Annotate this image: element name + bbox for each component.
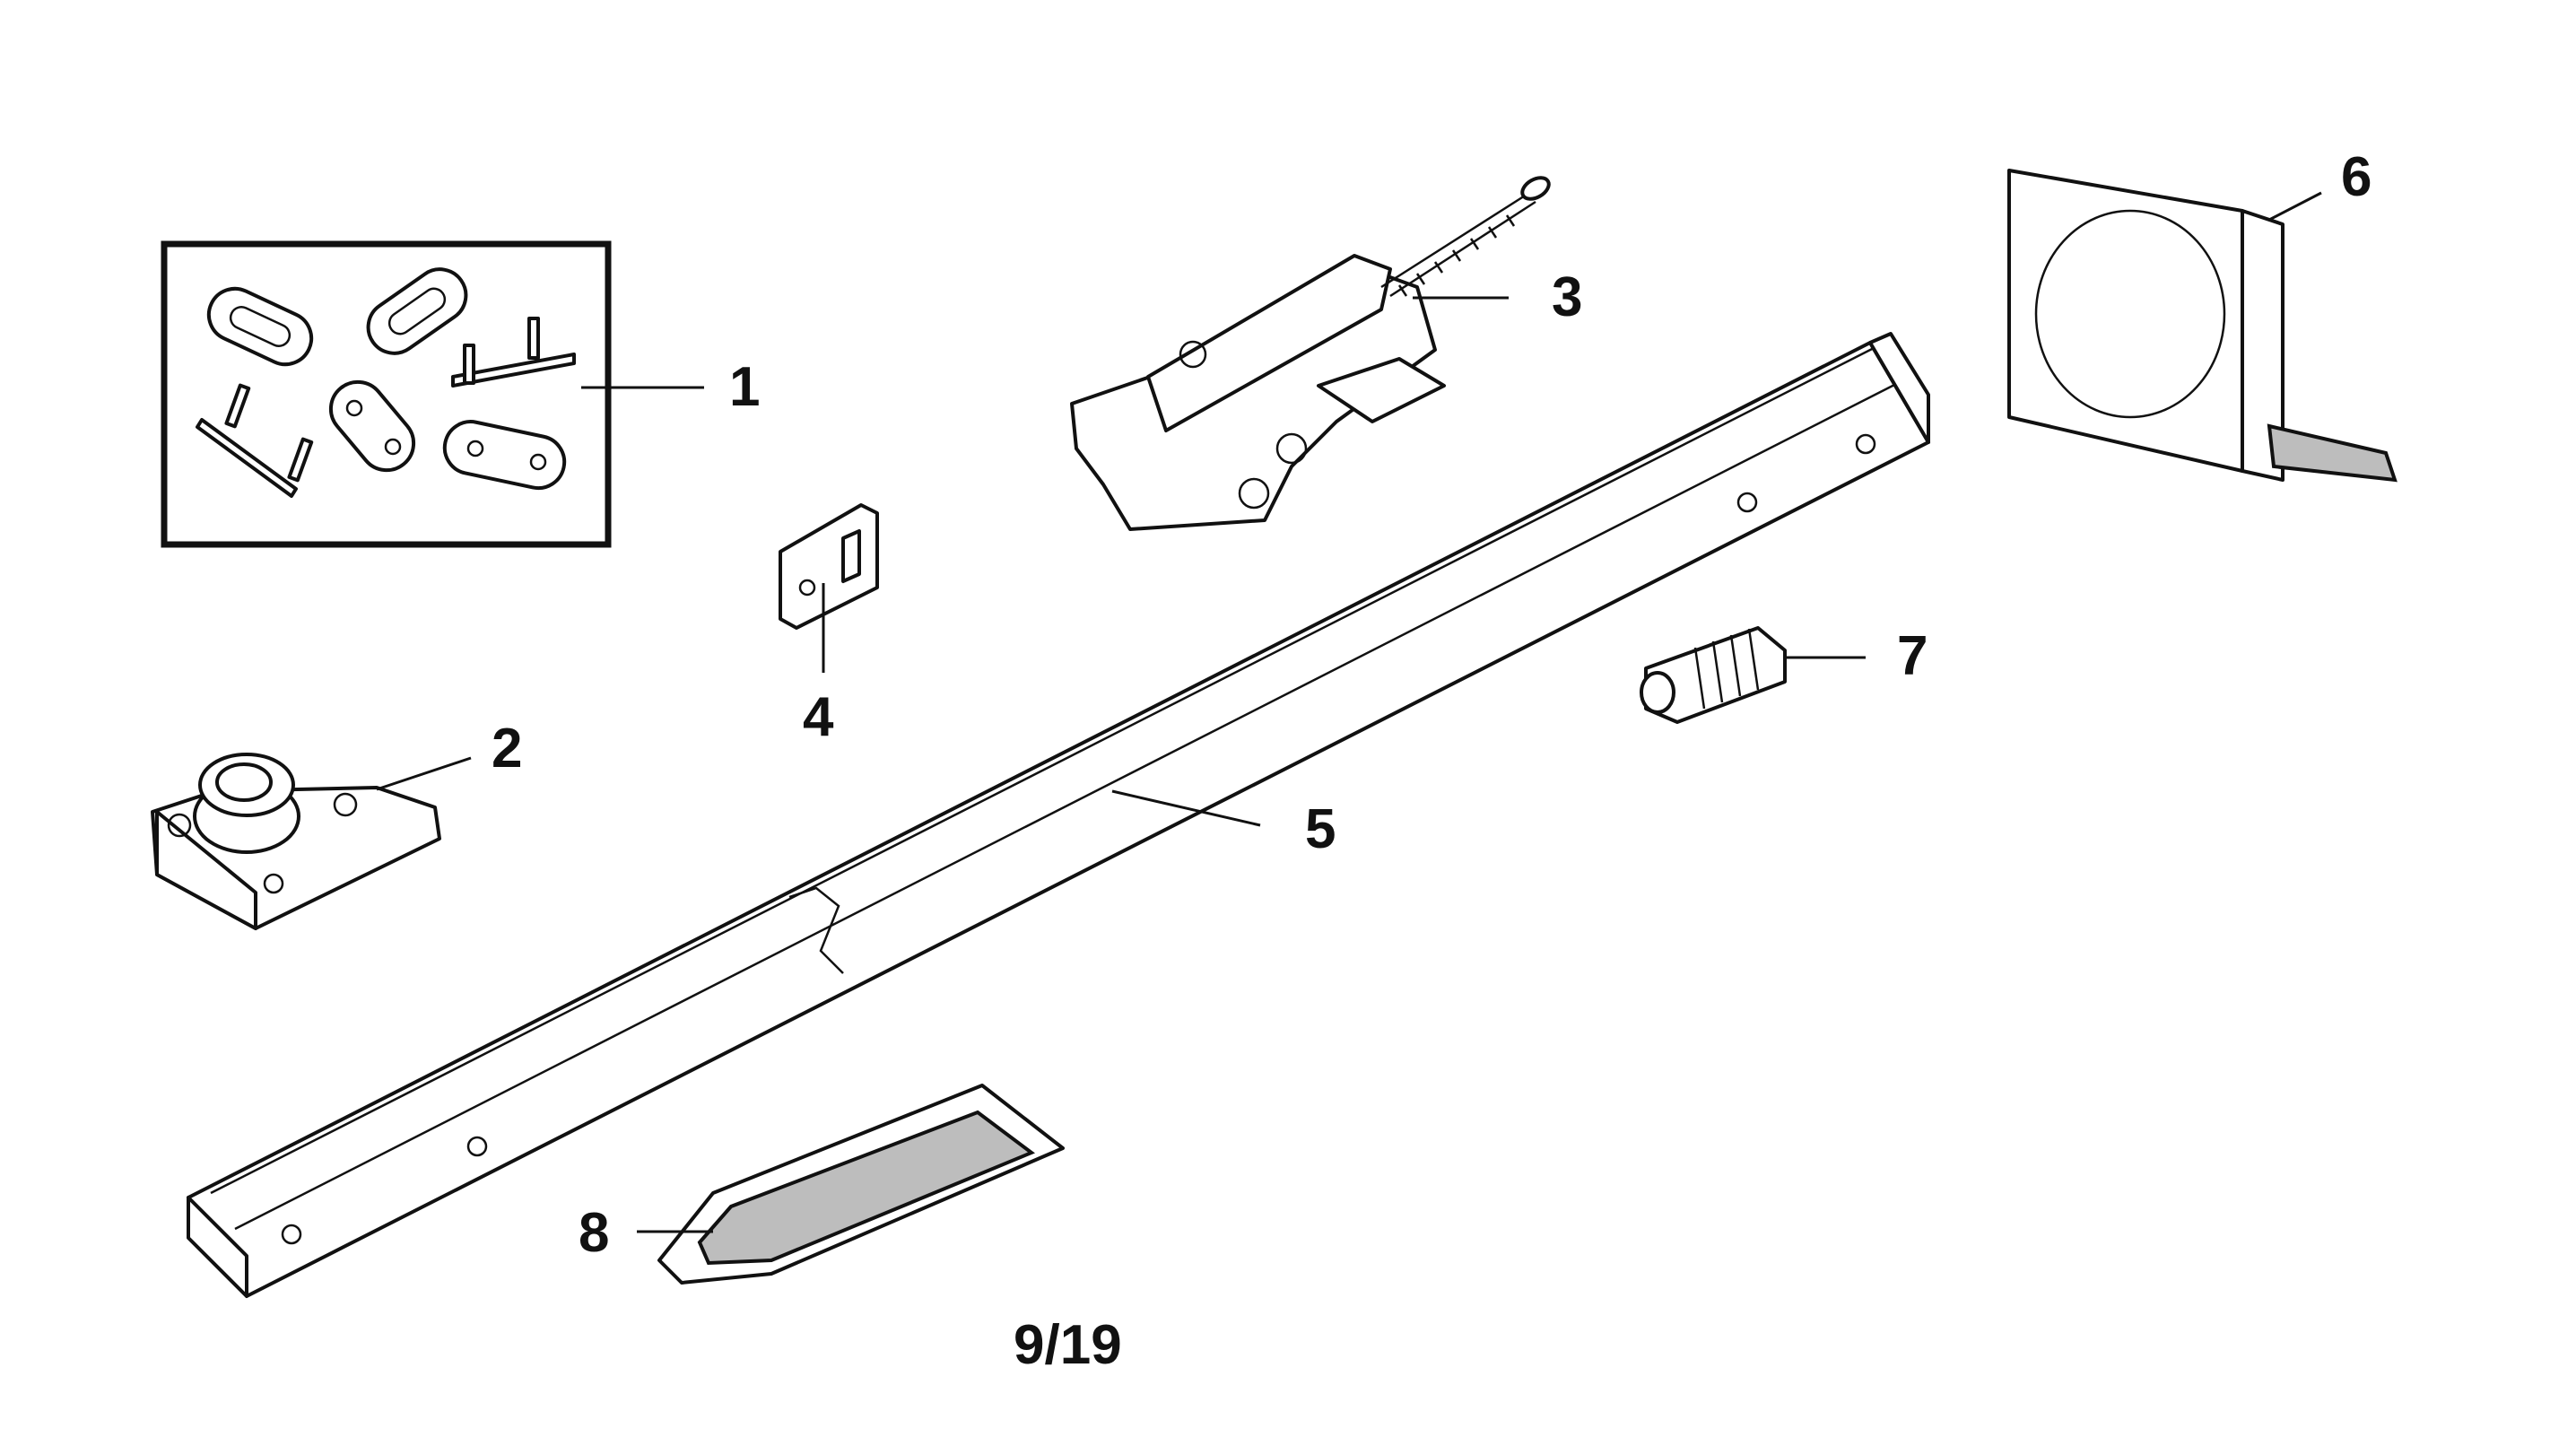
part-7-threaded-shaft [1640,626,1866,724]
part-3-trolley-assembly [1070,176,1551,531]
page-number: 9/19 [1014,1314,1122,1376]
part-8-lubricant-packet [637,1084,1065,1285]
callout-5: 5 [1305,798,1336,860]
part-6-chain-belt-box [2007,169,2398,483]
part-2-idler-pulley-bracket [151,753,472,930]
callout-7: 7 [1897,625,1928,687]
callout-4: 4 [803,686,834,748]
callout-6: 6 [2341,146,2371,208]
part-4-spacer-clip [779,503,879,673]
callout-8: 8 [579,1202,609,1264]
callout-1: 1 [729,356,760,418]
callout-3: 3 [1552,266,1582,328]
part-1-chain-link-kit [161,240,704,548]
callout-2: 2 [492,718,522,780]
part-5-rail [187,332,1930,1298]
